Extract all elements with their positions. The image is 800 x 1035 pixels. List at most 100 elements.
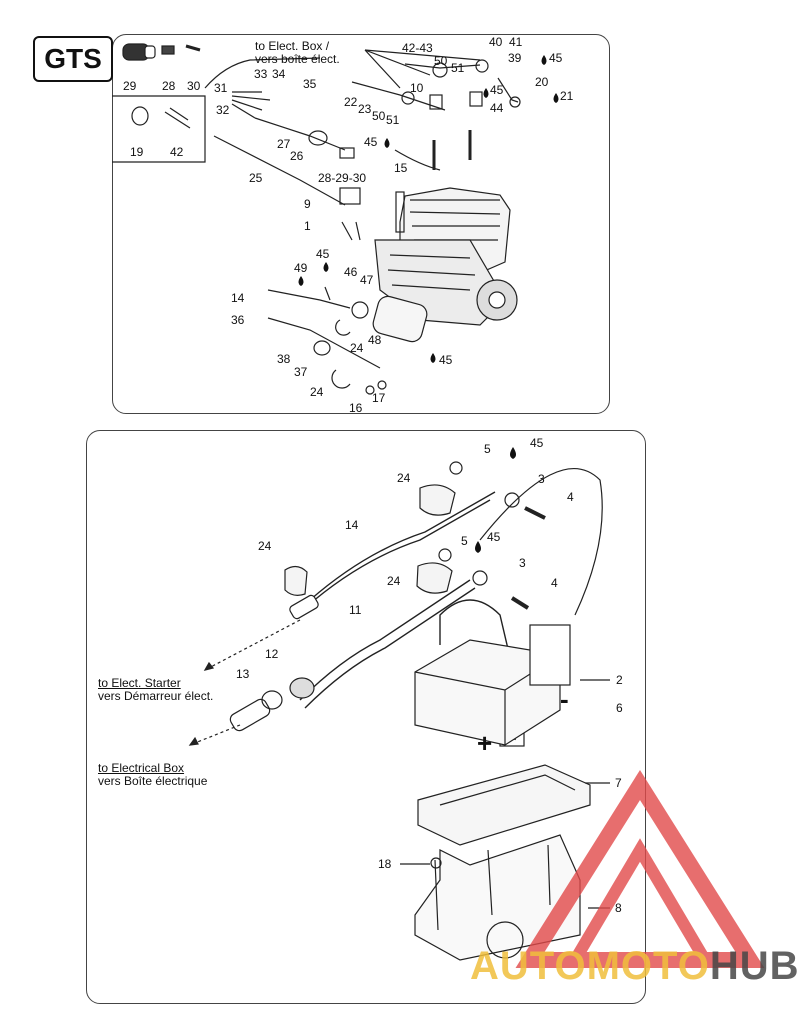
label-18: 18 (378, 857, 392, 871)
label-38: 38 (277, 352, 291, 366)
label-45-g: 45 (487, 530, 501, 544)
battery-holder-bracket (414, 834, 581, 961)
bracket-hole (486, 921, 524, 959)
label-11: 11 (349, 603, 362, 617)
note-to-electrical-box: to Electrical Box vers Boîte électrique (98, 762, 207, 788)
label-17: 17 (372, 391, 386, 405)
leader-45 (394, 149, 441, 171)
label-45-a: 45 (549, 51, 563, 65)
note-to-electrical-box-line1: to Electrical Box (98, 761, 185, 775)
label-25: 25 (249, 171, 263, 185)
label-3-top: 3 (538, 472, 545, 486)
note-to-elect-box-line1: to Elect. Box / (255, 39, 330, 53)
label-36: 36 (231, 313, 245, 327)
label-13: 13 (236, 667, 250, 681)
label-31: 31 (214, 81, 228, 95)
boot-24-left (284, 565, 308, 596)
arrow-to-starter (204, 619, 301, 671)
watermark-text: AUTOMOTOHUB (470, 944, 800, 989)
part-5-nut-mid (438, 548, 452, 562)
battery (414, 624, 571, 746)
part-17-nut (365, 385, 375, 395)
label-47: 47 (360, 273, 374, 287)
note-to-electrical-box-line2: vers Boîte électrique (98, 774, 208, 788)
label-51-bottom: 51 (386, 113, 400, 127)
vent-tube (479, 468, 603, 616)
label-6: 6 (616, 701, 623, 715)
label-33: 33 (254, 67, 268, 81)
part-29-fuse-holder (122, 43, 156, 61)
note-to-elect-box-line2: vers boîte élect. (255, 52, 340, 66)
part-42-clip (164, 107, 191, 129)
watermark-part1: AUTOMOTO (470, 944, 710, 988)
label-7: 7 (615, 776, 622, 790)
label-12: 12 (265, 647, 279, 661)
boot-24-mid (416, 562, 453, 594)
leader-lines-top (364, 49, 481, 89)
label-51-top: 51 (451, 61, 465, 75)
label-30: 30 (187, 79, 201, 93)
arrow-to-ebox (189, 724, 241, 746)
watermark-logo (515, 769, 765, 968)
label-28-29-30: 28-29-30 (318, 171, 367, 185)
part-40-nut (475, 59, 489, 73)
cable-36-top (267, 317, 381, 369)
part-1-clamp (341, 221, 361, 241)
part-44-cap (469, 91, 483, 107)
label-24-c: 24 (397, 471, 411, 485)
boot-24 (331, 369, 351, 389)
terminal-plus-sign: + (477, 728, 493, 758)
label-37: 37 (294, 365, 308, 379)
wire-25 (213, 135, 346, 206)
label-1: 1 (304, 219, 311, 233)
cable-14-top (267, 289, 351, 309)
label-15: 15 (394, 161, 408, 175)
lubricant-drops (298, 55, 559, 553)
part-20-fitting (509, 96, 521, 108)
model-badge: GTS (33, 36, 113, 82)
cable-14 (304, 499, 491, 609)
boot-24-upper (335, 319, 351, 336)
terminal-14 (289, 594, 319, 620)
label-23: 23 (358, 102, 372, 116)
label-42-43: 42-43 (402, 41, 433, 55)
label-45-b: 45 (490, 83, 504, 97)
small-parts-inset (112, 95, 206, 163)
part-13-bushing (261, 690, 283, 710)
spark-plugs-15 (432, 130, 472, 170)
note-to-elect-box: to Elect. Box / vers boîte élect. (255, 40, 340, 66)
label-41: 41 (509, 35, 523, 49)
terminal-13 (229, 698, 271, 732)
label-50-top: 50 (434, 54, 448, 68)
label-24-top-a: 24 (350, 341, 364, 355)
wire-bundle-31-32 (231, 91, 271, 119)
label-5-top: 5 (484, 442, 491, 456)
engine-diagram-panel (112, 34, 610, 414)
label-26: 26 (290, 149, 304, 163)
note-to-elect-starter-line2: vers Démarreur élect. (98, 689, 214, 703)
label-16: 16 (349, 401, 363, 415)
electric-starter (351, 295, 428, 343)
label-10: 10 (410, 81, 424, 95)
ignition-wire-42 (404, 63, 481, 69)
label-14-top: 14 (231, 291, 245, 305)
part-3-washer-mid (472, 570, 488, 586)
part-9-plug (339, 187, 361, 205)
boot-24-top (419, 484, 456, 516)
watermark-part2: HUB (709, 944, 800, 988)
label-9: 9 (304, 197, 311, 211)
label-21: 21 (560, 89, 574, 103)
label-28: 28 (162, 79, 176, 93)
part-19-cap (131, 106, 149, 126)
label-44: 44 (490, 101, 504, 115)
label-22: 22 (344, 95, 358, 109)
label-32: 32 (216, 103, 230, 117)
part-12-grommet (289, 677, 315, 699)
note-to-elect-starter-line1: to Elect. Starter (98, 676, 181, 690)
part-43-nut (432, 62, 448, 78)
label-49: 49 (294, 261, 308, 275)
label-8: 8 (615, 901, 622, 915)
label-48: 48 (368, 333, 382, 347)
label-4-top: 4 (567, 490, 574, 504)
